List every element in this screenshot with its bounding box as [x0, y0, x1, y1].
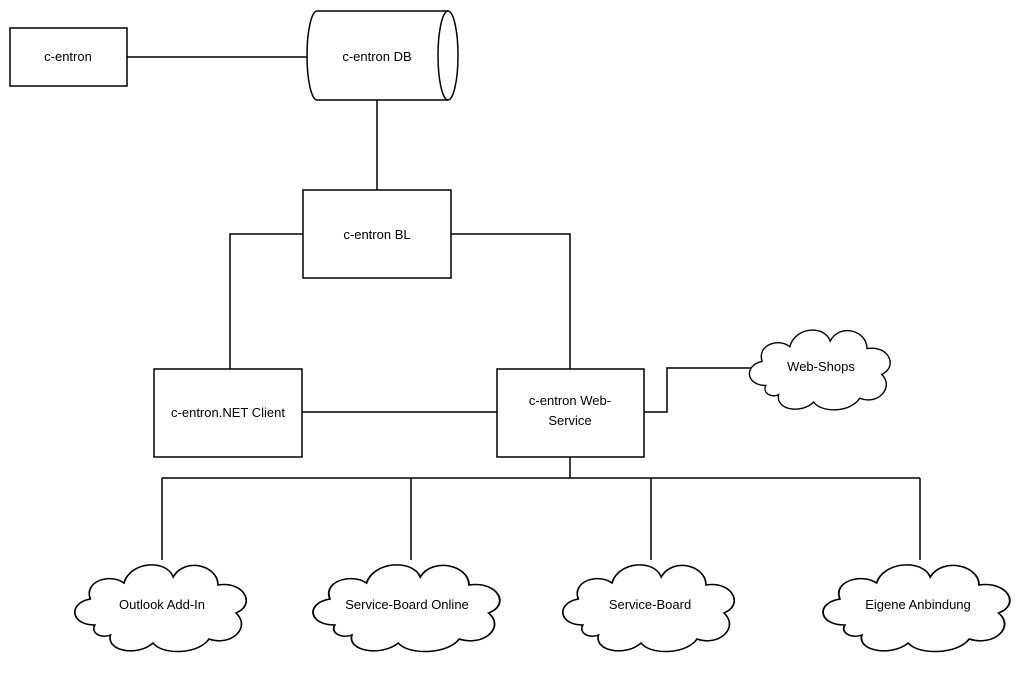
node-service-board-online-label: Service-Board Online [345, 597, 469, 612]
node-centron-label: c-entron [44, 49, 92, 64]
node-centron-db: c-entron DB [306, 10, 459, 101]
node-web-service-label-line1: c-entron Web- [529, 393, 611, 408]
edge-bl-to-net-client [229, 233, 303, 369]
node-centron-bl: c-entron BL [302, 189, 452, 279]
node-web-shops-label: Web-Shops [787, 359, 855, 374]
node-centron-bl-label: c-entron BL [343, 227, 410, 242]
edge-web-service-to-web-shops [644, 367, 752, 413]
node-centron: c-entron [9, 27, 128, 87]
node-net-client-label: c-entron.NET Client [171, 405, 285, 420]
node-outlook-addin-label: Outlook Add-In [119, 597, 205, 612]
node-centron-db-label: c-entron DB [342, 49, 411, 64]
node-eigene-anbindung-label: Eigene Anbindung [865, 597, 971, 612]
node-web-service-label-line2: Service [548, 413, 591, 428]
node-web-service: c-entron Web- Service [496, 368, 645, 458]
edge-bl-to-web-service [451, 233, 571, 369]
connectors [127, 56, 921, 560]
node-net-client: c-entron.NET Client [153, 368, 303, 458]
node-service-board-label: Service-Board [609, 597, 691, 612]
